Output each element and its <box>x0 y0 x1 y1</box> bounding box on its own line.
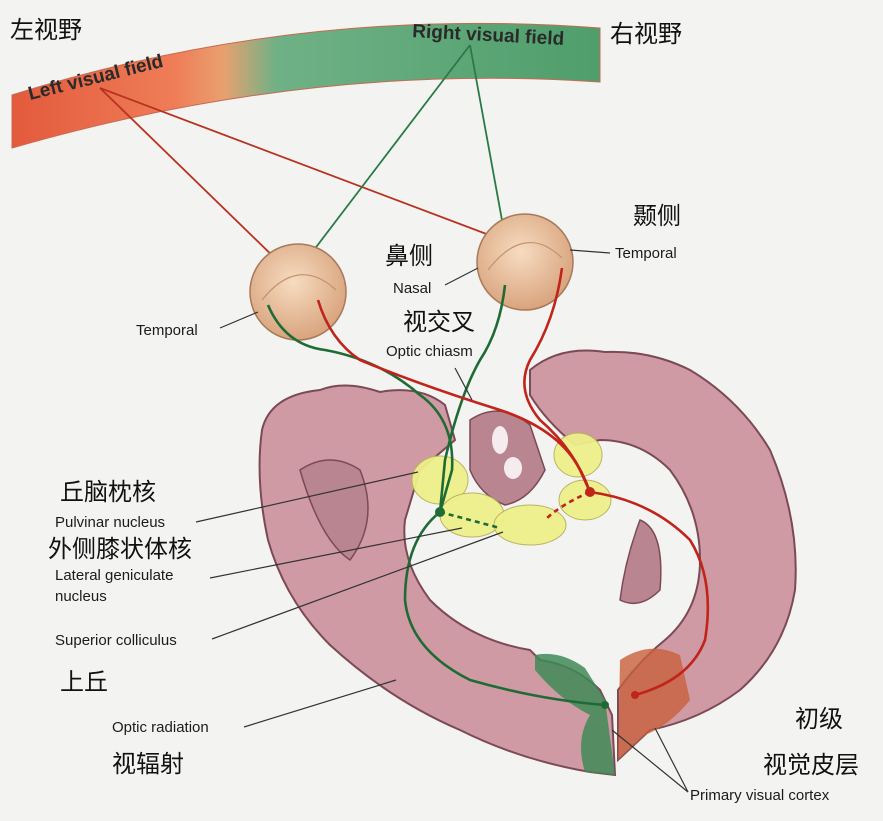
zh-superior-colliculus: 上丘 <box>60 668 108 696</box>
lateral-geniculate-label-1: Lateral geniculate <box>55 567 173 584</box>
right-hemisphere <box>529 349 797 763</box>
optic-chiasm-label: Optic chiasm <box>386 343 473 360</box>
left-eye <box>249 243 347 341</box>
lateral-geniculate-label-2: nucleus <box>55 588 107 605</box>
right-nucleus-b <box>558 479 612 521</box>
primary-visual-cortex-right <box>618 648 690 760</box>
zh-primary-visual-cortex-2: 视觉皮层 <box>763 751 859 779</box>
zh-nasal: 鼻侧 <box>385 242 433 270</box>
ventricle-b <box>504 457 522 479</box>
left-sulcus <box>299 459 369 562</box>
right-nucleus-a <box>553 432 603 478</box>
superior-colliculus-label: Superior colliculus <box>55 632 177 649</box>
mid-nucleus <box>493 504 567 546</box>
temporal-right-label: Temporal <box>615 245 677 262</box>
zh-optic-chiasm: 视交叉 <box>403 308 475 336</box>
zh-temporal: 颞侧 <box>633 202 681 230</box>
temporal-left-label: Temporal <box>136 322 198 339</box>
central-structure <box>469 410 546 506</box>
nasal-label: Nasal <box>393 280 431 297</box>
leader-lines <box>195 249 689 793</box>
right-eye <box>476 213 574 311</box>
zh-left-visual-field: 左视野 <box>10 16 82 44</box>
pulvinar-nucleus-label: Pulvinar nucleus <box>55 514 165 531</box>
zh-primary-visual-cortex-1: 初级 <box>795 705 843 733</box>
brain-section <box>258 349 797 777</box>
optic-pathways <box>266 267 710 709</box>
zh-right-visual-field: 右视野 <box>610 20 682 48</box>
primary-visual-cortex-label: Primary visual cortex <box>690 787 830 804</box>
zh-lateral-geniculate: 外侧膝状体核 <box>48 535 192 563</box>
visual-field-band <box>11 22 601 149</box>
right-sulcus <box>619 519 662 605</box>
optic-radiation-label: Optic radiation <box>112 719 209 736</box>
zh-pulvinar-nucleus: 丘脑枕核 <box>60 478 156 506</box>
primary-visual-cortex-left <box>535 653 615 775</box>
zh-optic-radiation: 视辐射 <box>112 750 184 778</box>
ventricle-a <box>492 426 508 454</box>
